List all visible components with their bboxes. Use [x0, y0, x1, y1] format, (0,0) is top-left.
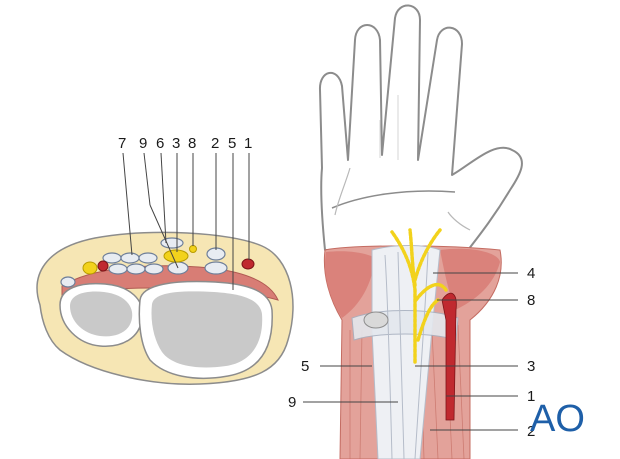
- label-7: 7: [118, 135, 126, 152]
- leader-6: [160, 152, 167, 244]
- thenar-muscle: [440, 248, 500, 310]
- ao-logo: AO: [530, 398, 585, 440]
- label-2: 2: [211, 135, 219, 152]
- hand-label-4: 4: [527, 265, 535, 282]
- radial-artery: [241, 258, 255, 270]
- leader-7: [122, 152, 133, 256]
- finger-crease: [379, 95, 399, 160]
- pisiform: [363, 311, 389, 329]
- hand-label-1: 1: [527, 388, 535, 405]
- tendon-oval: [204, 261, 228, 275]
- hand-labels: 4 8 5 3 9 1 2: [288, 265, 535, 440]
- ulnar-artery: [97, 260, 109, 272]
- hand-label-3: 3: [527, 358, 535, 375]
- ao-logo-text: AO: [530, 398, 585, 440]
- tendon-oval: [138, 252, 158, 264]
- tendon-oval: [144, 263, 164, 275]
- ulnar-nerve: [82, 261, 98, 275]
- radius-marrow: [151, 291, 263, 368]
- hand-label-5: 5: [301, 358, 309, 375]
- label-6: 6: [156, 135, 164, 152]
- hand-label-9: 9: [288, 394, 296, 411]
- hand-label-8: 8: [527, 292, 535, 309]
- wrist-cross-section: [36, 231, 294, 385]
- label-3: 3: [172, 135, 180, 152]
- cross-section-labels: 7 9 6 3 8 2 5 1: [118, 135, 252, 290]
- tendon-oval: [60, 276, 76, 288]
- label-5: 5: [228, 135, 236, 152]
- radial-artery-hand: [441, 292, 457, 421]
- tendon-oval: [108, 263, 128, 275]
- thumb-crease: [447, 211, 471, 231]
- hand-palm-view: [318, 4, 523, 459]
- label-8: 8: [188, 135, 196, 152]
- ulna-marrow: [70, 291, 133, 337]
- tendon-oval: [126, 263, 146, 275]
- palm-crease-2: [334, 167, 351, 216]
- label-9: 9: [139, 135, 147, 152]
- tendon-oval: [160, 237, 184, 249]
- label-1: 1: [244, 135, 252, 152]
- leader-9b: [149, 204, 179, 269]
- palm-crease: [331, 190, 456, 209]
- median-nerve: [163, 249, 189, 263]
- median-nerve-branches: [390, 228, 448, 364]
- hand-label-2: 2: [527, 423, 535, 440]
- small-nerve: [189, 245, 197, 253]
- tendon-lines: [384, 251, 429, 459]
- hand-outline: [318, 4, 523, 251]
- tendon-oval: [120, 252, 140, 264]
- leader-9: [143, 152, 151, 206]
- hypothenar-muscle: [324, 251, 375, 318]
